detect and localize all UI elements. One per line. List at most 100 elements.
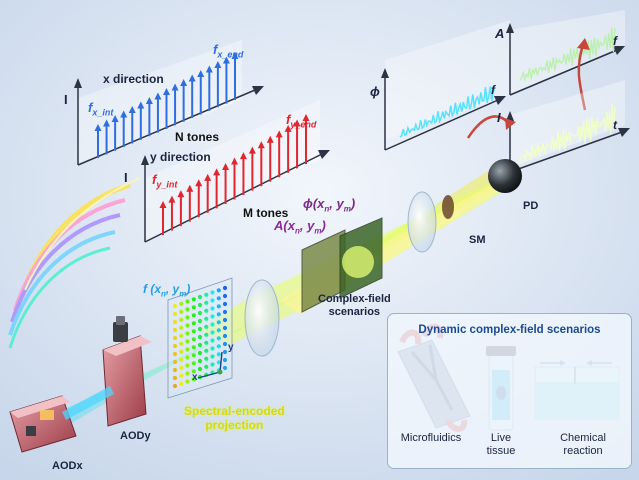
- y-tone-arrow-head: [239, 152, 247, 160]
- f-xy-label: f (xn, ym): [143, 282, 191, 299]
- n-tones-label: N tones: [175, 130, 220, 144]
- y-tone-arrow-head: [248, 146, 256, 154]
- grid-dot: [185, 371, 190, 376]
- grid-dot: [204, 332, 209, 337]
- x-f-start: fx_int: [88, 100, 114, 118]
- x-tone-arrow-head: [137, 101, 145, 109]
- x-direction-chart: [74, 40, 264, 166]
- grid-dot: [191, 361, 196, 366]
- photodetector: [488, 159, 522, 193]
- x-tone-arrow-head: [145, 97, 153, 104]
- grid-dot: [197, 342, 203, 348]
- int-axis-label: I: [497, 110, 501, 125]
- grid-dot: [179, 341, 184, 346]
- grid-dot: [197, 294, 203, 300]
- grid-dot: [210, 306, 215, 311]
- grid-dot: [185, 339, 190, 344]
- sm-lens: [407, 191, 437, 253]
- x-tone-arrow-head: [120, 110, 128, 118]
- spectral-fan: [8, 177, 141, 349]
- phi-f-label: f: [491, 83, 495, 97]
- y-tone-arrow-head: [266, 135, 274, 143]
- grid-dot: [197, 358, 203, 364]
- x-tone-arrow-head: [214, 61, 222, 68]
- y-tone-arrow-head: [159, 201, 167, 208]
- x-tone-arrow-head: [128, 106, 136, 113]
- y-tone-arrow-head: [284, 124, 292, 132]
- grid-dot: [172, 319, 178, 325]
- grid-dot: [204, 340, 209, 345]
- y-tone-arrow-head: [275, 130, 283, 138]
- projection-lens: [244, 279, 280, 357]
- x-tone-arrow-head: [205, 65, 213, 73]
- x-tone-arrow-head: [111, 115, 119, 122]
- grid-dot: [222, 325, 228, 331]
- grid-dot: [172, 303, 178, 309]
- grid-dot: [172, 367, 178, 373]
- y-tone-arrow-head: [168, 195, 176, 203]
- x-direction-label: x direction: [103, 72, 164, 86]
- grid-dot: [179, 309, 184, 314]
- y-tone-arrow-head: [293, 119, 301, 127]
- grid-y-label: y: [228, 342, 234, 353]
- grid-dot: [172, 343, 178, 349]
- phi-axis-label: ϕ: [370, 84, 380, 99]
- amp-f-label: f: [613, 34, 617, 48]
- grid-dot: [216, 304, 221, 309]
- grid-dot: [185, 307, 190, 312]
- x-tone-arrow-head: [231, 52, 239, 59]
- grid-dot: [210, 354, 215, 359]
- grid-dot: [185, 355, 190, 360]
- x-tone-arrow-head: [154, 92, 162, 100]
- grid-dot: [222, 317, 228, 323]
- y-tone-arrow-head: [222, 162, 230, 170]
- grid-dot: [172, 335, 178, 341]
- grid-dot: [222, 309, 228, 315]
- grid-dot: [197, 310, 203, 316]
- grid-dot: [197, 302, 203, 308]
- grid-dot: [204, 292, 209, 297]
- grid-dot: [172, 351, 178, 357]
- grid-dot: [197, 334, 203, 340]
- grid-dot: [191, 369, 196, 374]
- grid-dot: [191, 353, 196, 358]
- grid-x-axis: [197, 371, 221, 379]
- grid-dot: [216, 336, 221, 341]
- grid-dot: [197, 350, 203, 356]
- grid-x-label: x: [192, 372, 198, 383]
- grid-dot: [216, 312, 221, 317]
- grid-dot: [185, 379, 190, 384]
- grid-dot: [216, 288, 221, 293]
- y-direction-chart: [141, 100, 330, 243]
- grid-dot: [179, 357, 184, 362]
- grid-dot: [191, 377, 196, 382]
- grid-dot: [179, 365, 184, 370]
- grid-dot: [191, 345, 196, 350]
- amplitude-plot: [506, 10, 625, 111]
- grid-dot: [197, 318, 203, 324]
- x-tone-arrow-head: [163, 88, 170, 95]
- grid-dot: [191, 297, 196, 302]
- grid-dot: [191, 321, 196, 326]
- x-tone-arrow-head: [103, 119, 111, 127]
- aody-device: [102, 316, 152, 427]
- grid-dot: [222, 341, 228, 347]
- y-tone-arrow-head: [231, 157, 238, 165]
- grid-dot: [191, 329, 196, 334]
- y-f-end: fy_end: [286, 112, 317, 130]
- grid-dot: [216, 296, 221, 301]
- aodx-device: [9, 395, 77, 453]
- pd-label: PD: [523, 200, 539, 212]
- grid-dot: [210, 314, 215, 319]
- grid-dot: [210, 346, 215, 351]
- phase-plot: [381, 20, 510, 151]
- grid-dot: [185, 315, 190, 320]
- y-tone-arrow-head: [177, 190, 185, 198]
- scenario-microfluidics: Microfluidics: [400, 432, 462, 444]
- grid-dot: [222, 357, 228, 363]
- grid-dot: [204, 348, 209, 353]
